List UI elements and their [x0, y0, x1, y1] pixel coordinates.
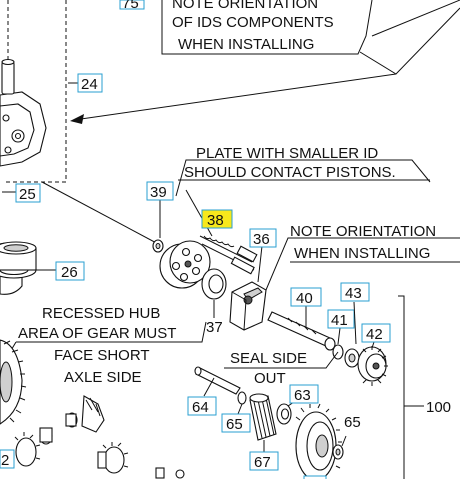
callout-39[interactable]: 39: [146, 181, 174, 201]
svg-text:WHEN INSTALLING: WHEN INSTALLING: [178, 36, 314, 53]
svg-text:AREA OF GEAR MUST: AREA OF GEAR MUST: [18, 325, 176, 342]
callout-65a[interactable]: 65: [221, 413, 251, 433]
needle-bearing-67: [249, 393, 277, 452]
callout-36[interactable]: 36: [249, 228, 277, 248]
note-recessed-hub: RECESSED HUB AREA OF GEAR MUST FACE SHOR…: [9, 305, 207, 386]
note-plate-smaller-id: PLATE WITH SMALLER ID SHOULD CONTACT PIS…: [175, 145, 431, 237]
svg-text:65: 65: [226, 416, 243, 433]
pointer-line-housing: [41, 181, 163, 247]
callout-26[interactable]: 26: [36, 261, 85, 281]
group-bracket-dashed: [6, 0, 67, 183]
callout-67[interactable]: 67: [249, 451, 279, 471]
large-gear-left: [0, 339, 27, 425]
thrust-plate-37: [201, 268, 227, 318]
callout-24[interactable]: 24: [68, 73, 103, 93]
callout-65b[interactable]: 65: [344, 414, 361, 431]
washer-39: [152, 200, 164, 253]
svg-text:26: 26: [61, 264, 78, 281]
washer-63: [276, 401, 295, 425]
svg-text:2: 2: [1, 452, 9, 469]
input-shaft-40: [267, 306, 336, 351]
swash-plate-36: [229, 245, 267, 331]
gear-42: [353, 301, 388, 386]
svg-text:75: 75: [122, 0, 139, 12]
svg-text:25: 25: [19, 186, 36, 203]
bevel-gear: [81, 395, 129, 474]
svg-text:SEAL SIDE: SEAL SIDE: [230, 350, 307, 367]
group-bracket-100: [398, 295, 424, 479]
svg-text:64: 64: [192, 399, 209, 416]
svg-text:40: 40: [296, 290, 313, 307]
callout-43[interactable]: 43: [340, 282, 370, 302]
washer-65a: [237, 391, 247, 415]
cylinder-block: [159, 240, 211, 289]
svg-text:43: 43: [345, 285, 362, 302]
svg-text:NOTE ORIENTATION: NOTE ORIENTATION: [290, 223, 436, 240]
svg-text:36: 36: [253, 231, 270, 248]
callout-75[interactable]: 75: [119, 0, 145, 12]
pulley-ring: [0, 241, 37, 295]
pistons-springs: [199, 235, 258, 275]
callout-2[interactable]: 2: [0, 449, 15, 469]
washer-65b: [332, 435, 347, 460]
svg-text:39: 39: [150, 184, 167, 201]
pinion-gear-left: [14, 412, 78, 467]
callout-40[interactable]: 40: [290, 287, 322, 307]
svg-text:42: 42: [366, 326, 383, 343]
svg-text:24: 24: [81, 76, 98, 93]
svg-text:NOTE ORIENTATION: NOTE ORIENTATION: [172, 0, 318, 12]
small-bolts: [155, 467, 185, 479]
transmission-housing: [0, 0, 47, 167]
callout-41[interactable]: 41: [327, 309, 355, 329]
svg-text:38: 38: [207, 212, 224, 229]
pin-64: [194, 366, 241, 397]
svg-text:SHOULD CONTACT PISTONS.: SHOULD CONTACT PISTONS.: [184, 164, 396, 181]
note-seal-side-out: SEAL SIDE OUT: [224, 350, 339, 387]
svg-text:OUT: OUT: [254, 370, 286, 387]
note-orientation-installing: NOTE ORIENTATION WHEN INSTALLING: [265, 223, 460, 291]
output-gear: [295, 403, 343, 481]
svg-text:OF IDS COMPONENTS: OF IDS COMPONENTS: [172, 14, 334, 31]
svg-text:AXLE SIDE: AXLE SIDE: [64, 369, 142, 386]
svg-text:PLATE WITH SMALLER ID: PLATE WITH SMALLER ID: [196, 145, 378, 162]
note-ids-orientation: NOTE ORIENTATION OF IDS COMPONENTS WHEN …: [70, 0, 460, 124]
svg-text:WHEN INSTALLING: WHEN INSTALLING: [294, 245, 430, 262]
callout-100[interactable]: 100: [426, 399, 451, 416]
callout-42[interactable]: 42: [361, 323, 391, 343]
svg-text:FACE SHORT: FACE SHORT: [54, 347, 150, 364]
svg-text:63: 63: [294, 387, 311, 404]
callout-25[interactable]: 25: [2, 183, 41, 203]
svg-text:41: 41: [331, 312, 348, 329]
svg-text:67: 67: [254, 454, 271, 471]
callout-64[interactable]: 64: [187, 396, 217, 416]
svg-text:RECESSED HUB: RECESSED HUB: [42, 305, 160, 322]
callout-63[interactable]: 63: [289, 384, 319, 404]
callout-38[interactable]: 38: [201, 209, 233, 229]
callout-37[interactable]: 37: [206, 319, 223, 336]
